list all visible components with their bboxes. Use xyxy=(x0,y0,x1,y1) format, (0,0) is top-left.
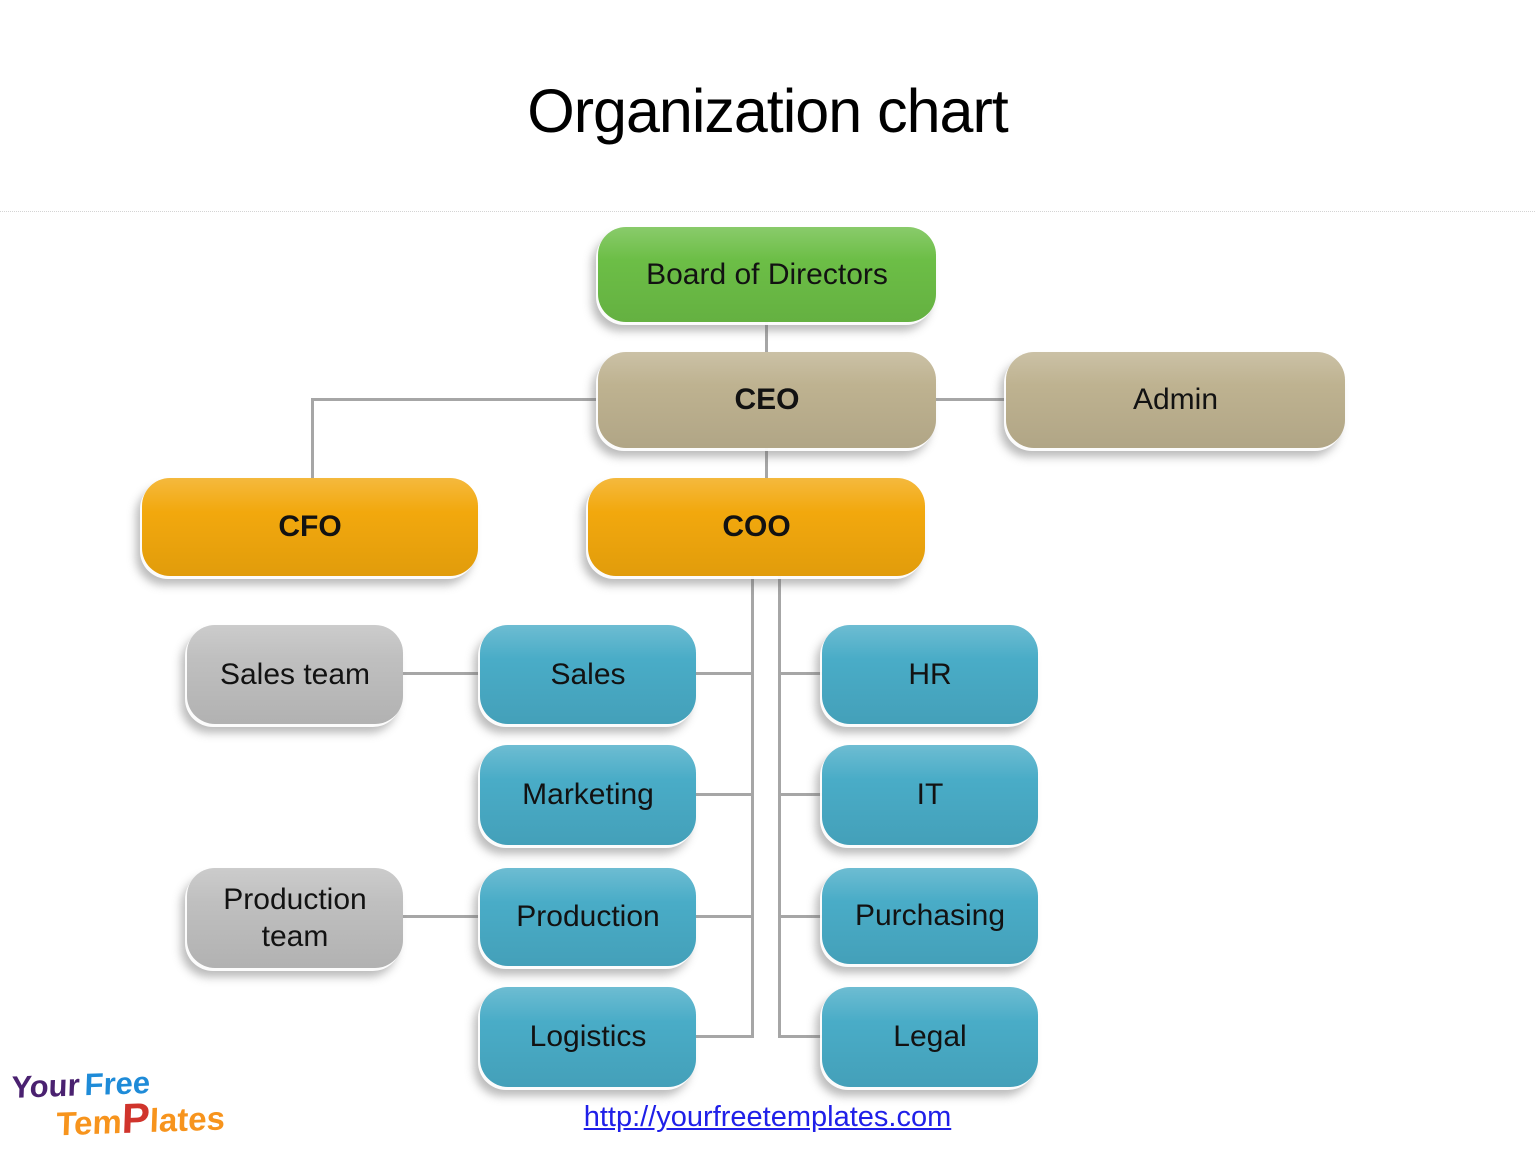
node-label: HR xyxy=(908,657,952,691)
trunk-right xyxy=(778,574,781,1038)
node-label: Marketing xyxy=(522,778,654,812)
stub-purchasing xyxy=(779,915,824,918)
link-salesteam-sales xyxy=(402,672,482,675)
node-it: IT xyxy=(822,745,1038,845)
connector-ceo-admin xyxy=(935,398,1007,401)
stub-logistics xyxy=(695,1035,753,1038)
trunk-left xyxy=(751,574,754,1038)
node-label: Legal xyxy=(893,1020,967,1054)
node-label: COO xyxy=(722,510,791,544)
stub-production xyxy=(695,915,753,918)
node-board-of-directors: Board of Directors xyxy=(598,227,936,322)
node-cfo: CFO xyxy=(142,478,478,576)
link-productionteam-production xyxy=(402,915,482,918)
node-purchasing: Purchasing xyxy=(822,868,1038,964)
node-label: IT xyxy=(916,778,944,812)
node-label: Purchasing xyxy=(854,899,1006,933)
stub-it xyxy=(779,793,824,796)
node-ceo: CEO xyxy=(598,352,936,448)
node-label: Sales xyxy=(550,657,626,691)
node-label: Sales team xyxy=(219,657,371,691)
connector-ceo-cfo-vertical xyxy=(311,398,314,480)
node-legal: Legal xyxy=(822,987,1038,1087)
node-sales-team: Sales team xyxy=(187,625,403,724)
footer-link[interactable]: http://yourfreetemplates.com xyxy=(583,1101,952,1133)
connector-ceo-cfo-horizontal xyxy=(311,398,599,401)
node-label: Production xyxy=(516,900,660,934)
node-label: Production team xyxy=(223,882,367,954)
footer: http://yourfreetemplates.com xyxy=(0,1101,1535,1134)
stub-legal xyxy=(779,1035,824,1038)
connector-board-ceo xyxy=(765,320,768,354)
node-label: Admin xyxy=(1132,383,1219,417)
node-production: Production xyxy=(480,868,696,966)
node-hr: HR xyxy=(822,625,1038,724)
page-title: Organization chart xyxy=(527,77,1008,145)
node-label: Logistics xyxy=(529,1020,647,1054)
node-sales: Sales xyxy=(480,625,696,724)
node-production-team: Production team xyxy=(187,868,403,968)
slide-divider-line xyxy=(0,211,1535,212)
node-label: CFO xyxy=(278,510,342,544)
connector-ceo-coo xyxy=(765,446,768,480)
stub-hr xyxy=(779,672,824,675)
node-label: CEO xyxy=(734,383,800,417)
node-coo: COO xyxy=(588,478,925,576)
stub-sales xyxy=(695,672,753,675)
node-logistics: Logistics xyxy=(480,987,696,1087)
node-marketing: Marketing xyxy=(480,745,696,845)
node-label: Board of Directors xyxy=(646,257,888,291)
stub-marketing xyxy=(695,793,753,796)
node-admin: Admin xyxy=(1006,352,1345,448)
